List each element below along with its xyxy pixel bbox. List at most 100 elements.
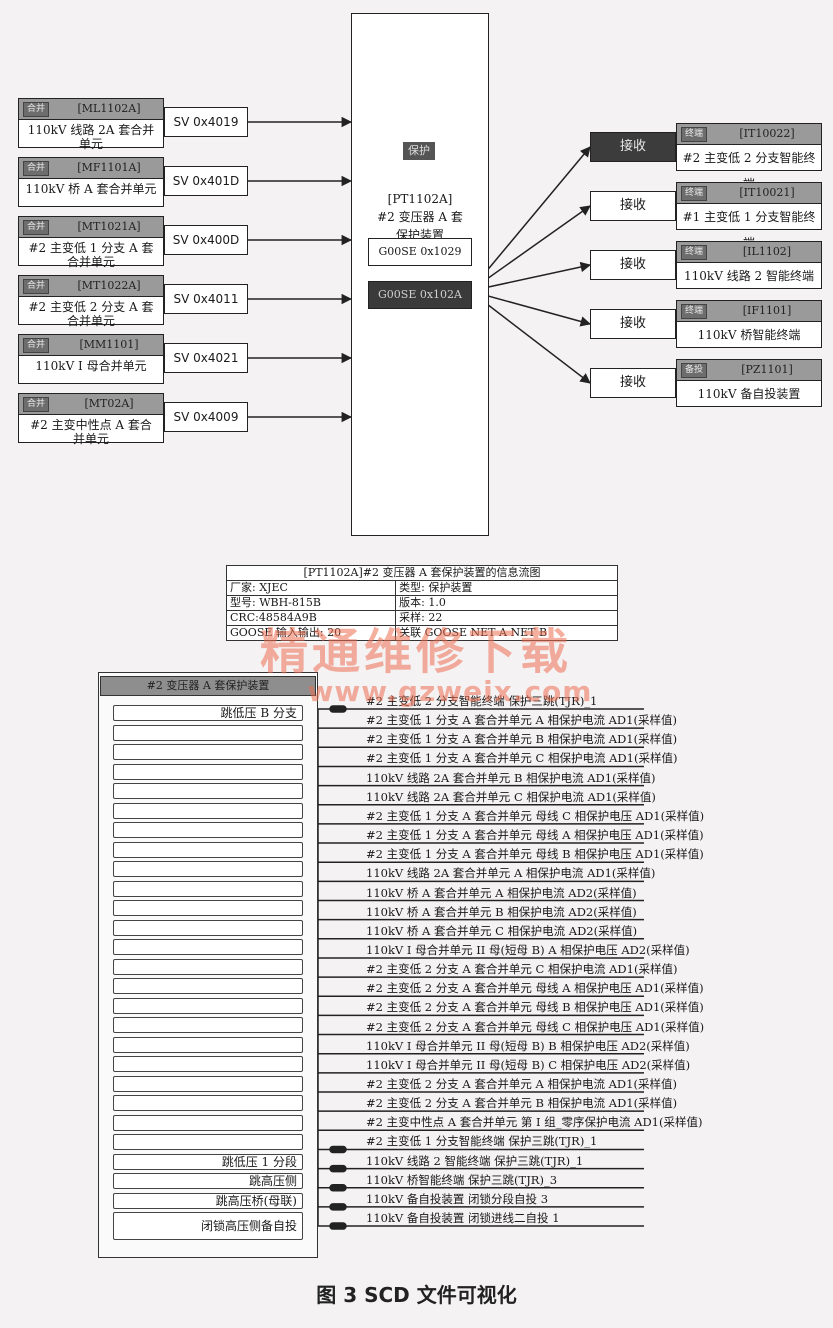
- terminal-slot[interactable]: [113, 763, 303, 780]
- destination-name: 110kV 线路 2 智能终端: [684, 269, 814, 283]
- destination-code: [PZ1101]: [741, 363, 793, 376]
- info-cell: 采样: 22: [395, 610, 618, 626]
- signal-label: #2 主变低 1 分支 A 套合并单元 母线 B 相保护电压 AD1(采样值): [366, 847, 704, 862]
- destination-terminal[interactable]: 终端[IT10022]#2 主变低 2 分支智能终端: [676, 123, 822, 191]
- destination-type-tag: 终端: [681, 245, 708, 260]
- info-cell: 厂家: XJEC: [225, 580, 397, 596]
- signal-label: 110kV I 母合并单元 II 母(短母 B) B 相保护电压 AD2(采样值…: [366, 1038, 690, 1053]
- terminal-slot[interactable]: [113, 1036, 303, 1053]
- terminal-slot[interactable]: [113, 783, 303, 799]
- destination-terminal[interactable]: 备投[PZ1101] 110kV 备自投装置: [676, 359, 822, 407]
- signal-label: 110kV 线路 2A 套合并单元 B 相保护电流 AD1(采样值): [366, 770, 656, 785]
- signal-label: #2 主变中性点 A 套合并单元 第 I 组_零序保护电流 AD1(采样值): [366, 1115, 703, 1130]
- source-merging-unit[interactable]: 合并[MT1022A]#2 主变低 2 分支 A 套合并单元: [18, 275, 164, 328]
- destination-terminal[interactable]: 终端[IF1101]110kV 桥智能终端: [676, 300, 822, 348]
- destination-terminal[interactable]: 终端[IT10021]#1 主变低 1 分支智能终端: [676, 182, 822, 250]
- signal-label: #2 主变低 1 分支 A 套合并单元 母线 C 相保护电压 AD1(采样值): [366, 808, 705, 823]
- receive-box[interactable]: 接收: [590, 191, 676, 221]
- receive-box[interactable]: 接收: [590, 250, 676, 280]
- terminal-slot[interactable]: [113, 1056, 303, 1072]
- destination-header: 终端[IT10021]: [677, 183, 821, 204]
- trip-connector: [329, 1145, 347, 1154]
- protection-code: [PT1102A]: [387, 192, 453, 206]
- destination-header: 终端[IT10022]: [677, 124, 821, 145]
- destination-name: 110kV 备自投装置: [697, 387, 801, 401]
- source-header: 合并 [MF1101A]: [19, 158, 163, 179]
- destination-type-tag: 终端: [681, 127, 708, 142]
- source-header: 合并[MT1021A]: [19, 217, 163, 238]
- destination-terminal[interactable]: 终端 [IL1102] 110kV 线路 2 智能终端: [676, 241, 822, 289]
- terminal-slot[interactable]: 跳高压桥(母联): [113, 1192, 303, 1209]
- terminal-slot[interactable]: [113, 744, 303, 760]
- goose-output-box[interactable]: G00SE 0x102A: [368, 281, 472, 309]
- terminal-slot[interactable]: [113, 958, 303, 975]
- sv-stream-box[interactable]: SV 0x4009: [164, 402, 248, 432]
- destination-name: 110kV 桥智能终端: [697, 328, 801, 342]
- terminal-slot[interactable]: [113, 939, 303, 955]
- terminal-slot[interactable]: [113, 822, 303, 838]
- signal-label: 110kV 线路 2A 套合并单元 A 相保护电流 AD1(采样值): [366, 866, 656, 881]
- source-name: 110kV 桥 A 套合并单元: [25, 182, 157, 196]
- receive-box[interactable]: 接收: [590, 309, 676, 339]
- destination-code: [IF1101]: [742, 304, 792, 317]
- terminal-slot[interactable]: [113, 978, 303, 994]
- signal-label: #2 主变低 2 分支 A 套合并单元 C 相保护电流 AD1(采样值): [366, 962, 678, 977]
- source-code: [MF1101A]: [77, 161, 141, 174]
- terminal-slot[interactable]: [113, 1134, 303, 1150]
- terminal-slot[interactable]: [113, 900, 303, 916]
- terminal-slot[interactable]: [113, 919, 303, 936]
- destination-code: [IL1102]: [742, 245, 792, 258]
- source-type-tag: 合并: [23, 102, 50, 117]
- terminal-slot[interactable]: [113, 1114, 303, 1131]
- signal-label: 110kV 桥智能终端 保护三跳(TJR)_3: [366, 1172, 558, 1187]
- source-code: [ML1102A]: [77, 102, 141, 115]
- source-merging-unit[interactable]: 合并 [MF1101A] 110kV 桥 A 套合并单元: [18, 157, 164, 207]
- source-merging-unit[interactable]: 合并[MT02A]#2 主变中性点 A 套合并单元: [18, 393, 164, 446]
- protection-badge: 保护: [403, 142, 435, 160]
- terminal-slot[interactable]: 闭锁高压侧备自投: [113, 1212, 303, 1240]
- terminal-slot[interactable]: [113, 861, 303, 877]
- signal-label: 110kV 备自投装置 闭锁分段自投 3: [366, 1191, 549, 1206]
- terminal-slot[interactable]: [113, 1075, 303, 1092]
- terminal-panel-title: #2 变压器 A 套保护装置: [100, 676, 316, 696]
- trip-connector: [329, 1164, 347, 1173]
- info-cell: 版本: 1.0: [395, 595, 618, 611]
- terminal-slot[interactable]: [113, 1095, 303, 1111]
- info-cell: GOOSE 输入输出: 20: [225, 625, 397, 641]
- signal-label: #2 主变低 1 分支 A 套合并单元 母线 A 相保护电压 AD1(采样值): [366, 828, 704, 843]
- terminal-slot[interactable]: 跳高压侧: [113, 1173, 303, 1189]
- source-merging-unit[interactable]: 合并[MM1101]110kV I 母合并单元: [18, 334, 164, 384]
- protection-device-box[interactable]: 保护 [PT1102A] #2 变压器 A 套 保护装置 G00SE 0x102…: [351, 13, 489, 536]
- signal-label: #2 主变低 2 分支智能终端 保护三跳(TJR)_1: [366, 694, 598, 708]
- source-merging-unit[interactable]: 合并[ML1102A]110kV 线路 2A 套合并单元: [18, 98, 164, 151]
- sv-stream-box[interactable]: SV 0x4021: [164, 343, 248, 373]
- destination-type-tag: 终端: [681, 186, 708, 201]
- terminal-slot[interactable]: [113, 997, 303, 1014]
- receive-box[interactable]: 接收: [590, 132, 676, 162]
- sv-stream-box[interactable]: SV 0x400D: [164, 225, 248, 255]
- sv-stream-box[interactable]: SV 0x4019: [164, 107, 248, 137]
- terminal-slot[interactable]: [113, 880, 303, 897]
- figure-caption: 图 3 SCD 文件可视化: [316, 1283, 517, 1307]
- signal-label: #2 主变低 1 分支 A 套合并单元 A 相保护电流 AD1(采样值): [366, 713, 677, 728]
- destination-header: 备投[PZ1101]: [677, 360, 821, 381]
- goose-input-box[interactable]: G00SE 0x1029: [368, 238, 472, 266]
- terminal-slot[interactable]: 跳低压 B 分支: [113, 705, 303, 721]
- signal-arrow: [469, 261, 592, 292]
- sv-stream-box[interactable]: SV 0x4011: [164, 284, 248, 314]
- sv-stream-box[interactable]: SV 0x401D: [164, 166, 248, 196]
- terminal-slot[interactable]: 跳低压 1 分段: [113, 1153, 303, 1170]
- signal-label: #2 主变低 2 分支 A 套合并单元 母线 C 相保护电压 AD1(采样值): [366, 1019, 705, 1034]
- source-merging-unit[interactable]: 合并[MT1021A]#2 主变低 1 分支 A 套合并单元: [18, 216, 164, 269]
- source-type-tag: 合并: [23, 161, 50, 176]
- source-name: #2 主变中性点 A 套合并单元: [30, 418, 152, 446]
- terminal-slot[interactable]: [113, 841, 303, 858]
- terminal-slot[interactable]: [113, 1017, 303, 1033]
- terminal-slot[interactable]: [113, 802, 303, 819]
- source-header: 合并[MT1022A]: [19, 276, 163, 297]
- terminal-slot[interactable]: [113, 724, 303, 741]
- receive-box[interactable]: 接收: [590, 368, 676, 398]
- source-type-tag: 合并: [23, 338, 50, 353]
